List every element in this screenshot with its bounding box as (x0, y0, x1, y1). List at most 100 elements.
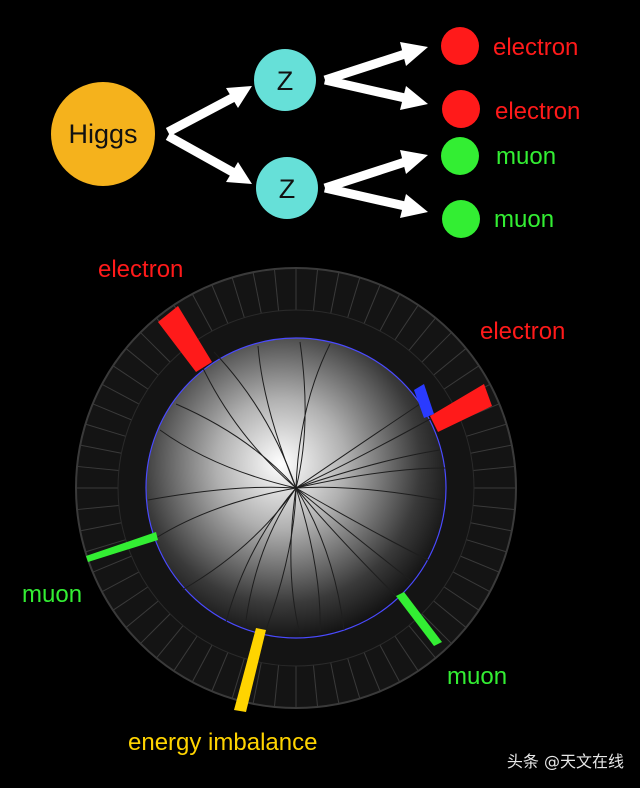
particle-track (295, 487, 345, 631)
calorimeter-segment-line (347, 658, 361, 699)
calorimeter-segment-line (421, 613, 452, 644)
calorimeter-segment-line (394, 304, 419, 341)
higgs-boson-node (51, 82, 155, 186)
calorimeter-segment-line (77, 465, 119, 472)
decay-chain: Higgs Z Z electron electron muon muon (51, 27, 580, 238)
calorimeter-segment-line (363, 652, 381, 692)
calorimeter-segment-line (273, 269, 280, 311)
electron-deposit-top-left (158, 306, 212, 372)
particle-track (295, 417, 433, 489)
higgs-label: Higgs (68, 119, 137, 149)
particle-track (225, 487, 297, 623)
calorimeter-segment-line (156, 625, 184, 659)
watermark: 头条 @天文在线 (506, 752, 624, 771)
calorimeter-segment-line (330, 272, 340, 314)
calorimeter-segment-line (231, 277, 245, 318)
particle-track (295, 467, 447, 489)
particle-track (295, 341, 306, 489)
calorimeter-segment-line (191, 644, 213, 683)
calorimeter-segment-line (125, 348, 159, 376)
particle-track (295, 487, 429, 561)
detector-label-energy-imbalance: energy imbalance (128, 729, 318, 756)
calorimeter-segment-line (92, 555, 132, 573)
calorimeter-segment-line (173, 635, 198, 672)
arrow-z2-to-muon2 (324, 183, 428, 218)
calorimeter-segment-line (466, 423, 507, 437)
particle-track (295, 403, 421, 489)
electron-2-node (442, 90, 480, 128)
electron-1-node (441, 27, 479, 65)
arrow-z2-to-muon1 (323, 150, 428, 193)
calorimeter-segment-line (347, 277, 361, 318)
calorimeter-segments (76, 268, 516, 708)
calorimeter-segment-line (273, 665, 280, 707)
calorimeter-segment-line (101, 383, 140, 405)
calorimeter-segment-line (379, 293, 401, 332)
arrow-z1-to-electron1 (323, 42, 428, 85)
muon-2-label: muon (494, 206, 554, 233)
particle-track (295, 449, 441, 489)
arrow-z1-to-electron2 (324, 75, 428, 110)
calorimeter-segment-line (312, 269, 319, 311)
particle-track (155, 487, 297, 539)
particle-track (295, 487, 321, 633)
electron-2-label: electron (495, 98, 580, 125)
z-boson-2-label: Z (279, 174, 296, 204)
calorimeter-segment-line (112, 586, 149, 611)
electron-deposit-right-inner-blue (414, 384, 434, 418)
particle-track (147, 486, 297, 501)
electron-1-label: electron (493, 34, 578, 61)
calorimeter-segment-line (408, 625, 436, 659)
calorimeter-segment-line (92, 403, 132, 421)
calorimeter-segment-line (473, 504, 515, 511)
detector-label-electron-right: electron (480, 318, 566, 345)
z-boson-1-node (254, 49, 316, 111)
calorimeter-segment-line (466, 539, 507, 553)
calorimeter-segment-line (140, 613, 171, 644)
calorimeter-segment-line (421, 332, 452, 363)
particle-track (295, 487, 411, 581)
calorimeter-segment-line (363, 284, 381, 324)
particle-track (175, 403, 297, 489)
detector-label-muon-left: muon (22, 581, 83, 608)
muon-track-bottom-right (396, 592, 442, 646)
calorimeter-segment-line (330, 662, 340, 704)
particle-track (159, 429, 297, 489)
calorimeter-segment-line (312, 665, 319, 707)
particle-track (257, 345, 297, 489)
muon-1-node (441, 137, 479, 175)
z-boson-1-label: Z (277, 66, 294, 96)
particle-tracks (147, 341, 447, 635)
calorimeter-segment-line (433, 600, 467, 628)
calorimeter-segment-line (443, 365, 480, 390)
calorimeter-segment-line (252, 662, 262, 704)
particle-track (265, 487, 297, 631)
calorimeter-segment-line (433, 348, 467, 376)
particle-track (295, 343, 331, 489)
particle-track (199, 361, 297, 489)
calorimeter-segment-line (470, 522, 512, 532)
calorimeter-segment-line (211, 652, 229, 692)
particle-track (181, 487, 297, 591)
calorimeter-segment-line (85, 423, 126, 437)
detector-event-display (75, 267, 517, 712)
detector-label-electron-top-left: electron (98, 256, 184, 283)
particle-track (295, 487, 399, 599)
calorimeter-segment-line (470, 444, 512, 454)
calorimeter-segment-line (443, 586, 480, 611)
calorimeter-segment-line (85, 539, 126, 553)
z-boson-2-node (256, 157, 318, 219)
calorimeter-segment-line (473, 465, 515, 472)
calorimeter-segment-line (80, 522, 122, 532)
calorimeter-segment-line (231, 658, 245, 699)
calorimeter-segment-line (452, 571, 491, 593)
muon-2-node (442, 200, 480, 238)
detector-label-muon-bottom-right: muon (447, 663, 508, 690)
calorimeter-segment-line (408, 317, 436, 351)
energy-imbalance-bar (234, 628, 266, 712)
calorimeter-segment-line (394, 635, 419, 672)
calorimeter-segment-line (77, 504, 119, 511)
calorimeter-segment-line (211, 284, 229, 324)
